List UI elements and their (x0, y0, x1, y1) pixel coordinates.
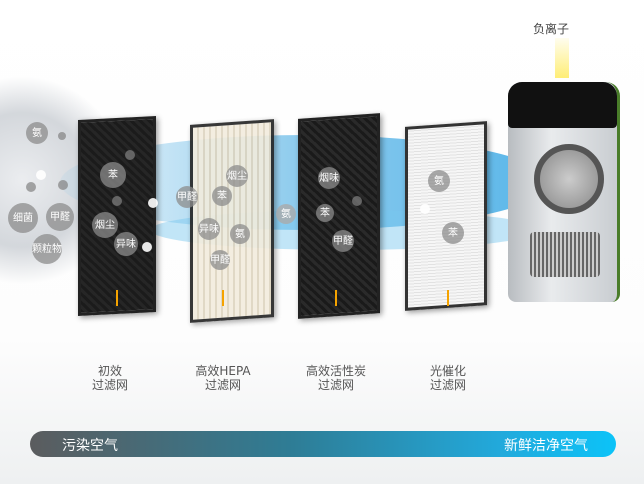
ion-glow (555, 38, 569, 78)
label-line: 高效HEPA (195, 364, 251, 378)
clean-air-label: 新鲜洁净空气 (504, 438, 588, 454)
particle-bubble: 烟尘 (226, 165, 248, 187)
particle-dot (125, 150, 135, 160)
air-purifier-device (508, 82, 620, 302)
particle-bubble: 甲醛 (210, 250, 230, 270)
filter-label-carbon: 高效活性炭过滤网 (291, 364, 381, 392)
particle-bubble: 烟味 (318, 167, 340, 189)
particle-bubble: 甲醛 (46, 203, 74, 231)
particle-bubble: 氨 (428, 170, 450, 192)
label-line: 初效 (97, 364, 122, 378)
particle-dot (36, 170, 46, 180)
device-fan (534, 144, 604, 214)
label-line: 过滤网 (91, 378, 128, 392)
label-line: 过滤网 (317, 378, 354, 392)
primary-filter-panel (78, 115, 156, 317)
particle-bubble: 苯 (100, 162, 126, 188)
particle-bubble: 氨 (276, 204, 296, 224)
filter-label-primary: 初效过滤网 (65, 364, 155, 392)
particle-bubble: 苯 (442, 222, 464, 244)
particle-bubble: 异味 (198, 218, 220, 240)
label-line: 过滤网 (204, 378, 241, 392)
device-control-panel (508, 82, 617, 128)
particle-bubble: 苯 (316, 204, 334, 222)
particle-dot (148, 198, 158, 208)
particle-dot (58, 132, 66, 140)
filter-pointer (447, 290, 449, 306)
label-line: 高效活性炭 (305, 364, 366, 378)
particle-bubble: 苯 (212, 186, 232, 206)
particle-bubble: 氨 (26, 122, 48, 144)
filter-label-photocatalyst: 光催化过滤网 (403, 364, 493, 392)
particle-dot (26, 182, 36, 192)
polluted-air-label: 污染空气 (62, 438, 118, 454)
particle-dot (142, 242, 152, 252)
negative-ion-label: 负离子 (533, 22, 570, 36)
particle-bubble: 甲醛 (176, 186, 198, 208)
device-grille (530, 232, 600, 277)
particle-dot (352, 196, 362, 206)
particle-bubble: 细菌 (8, 203, 38, 233)
particle-dot (112, 196, 122, 206)
filter-pointer (116, 290, 118, 306)
particle-bubble: 烟尘 (92, 212, 118, 238)
particle-dot (58, 180, 68, 190)
particle-bubble: 颗粒物 (32, 234, 62, 264)
particle-bubble: 氨 (230, 224, 250, 244)
air-quality-gradient-bar: 污染空气 新鲜洁净空气 (30, 431, 616, 457)
carbon-filter-panel (298, 113, 380, 319)
particle-bubble: 异味 (114, 232, 138, 256)
particle-dot (420, 204, 430, 214)
label-line: 过滤网 (429, 378, 466, 392)
photocatalyst-filter-panel (405, 121, 487, 311)
label-line: 光催化 (429, 364, 466, 378)
filter-pointer (222, 290, 224, 306)
filter-pointer (335, 290, 337, 306)
particle-bubble: 甲醛 (332, 230, 354, 252)
